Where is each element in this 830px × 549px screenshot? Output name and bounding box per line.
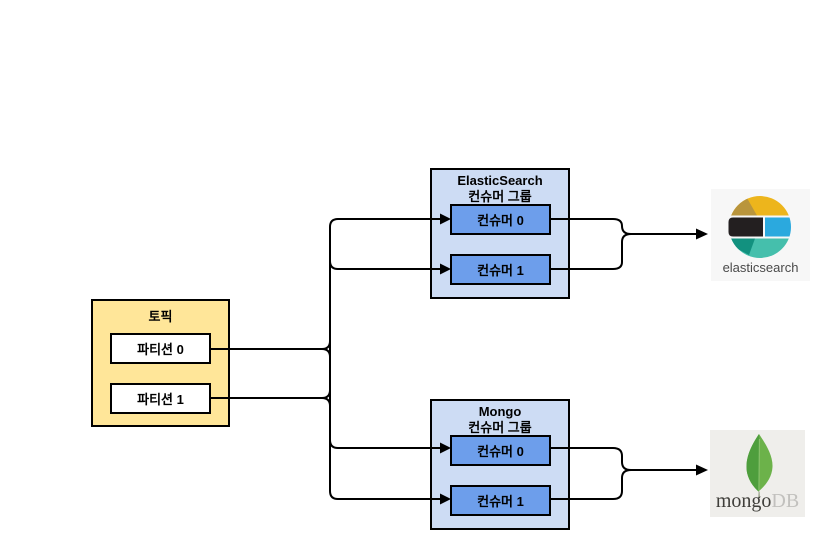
mongo-consumer-1-box: 컨슈머 1 (450, 485, 551, 516)
elasticsearch-group-title: ElasticSearch (457, 173, 543, 188)
elasticsearch-logo-icon (728, 196, 791, 258)
elasticsearch-logo-text: elasticsearch (722, 260, 799, 275)
arrowhead-mongodb (696, 464, 708, 476)
mongodb-logo-card: mongoDB (710, 430, 805, 517)
connector-partition1-fillet-down (321, 397, 331, 407)
elasticsearch-consumer-0-box: 컨슈머 0 (450, 204, 551, 235)
mongo-consumer-0-box: 컨슈머 0 (450, 435, 551, 466)
elasticsearch-consumer-group-box: ElasticSearch 컨슈머 그룹 컨슈머 0 컨슈머 1 (430, 168, 570, 299)
mongodb-logo-text-db: DB (771, 490, 800, 512)
elasticsearch-consumer-0-label: 컨슈머 0 (477, 213, 524, 228)
elasticsearch-group-subtitle: 컨슈머 그룹 (468, 189, 532, 204)
connector-partition0-fillet-down (321, 348, 331, 358)
partition-1-box: 파티션 1 (110, 383, 211, 414)
connector-bus (329, 218, 444, 500)
mongo-group-title: Mongo (478, 404, 522, 419)
mongodb-logo-text-mongo: mongo (715, 490, 772, 512)
elasticsearch-consumer-1-box: 컨슈머 1 (450, 254, 551, 285)
elasticsearch-group-header: ElasticSearch 컨슈머 그룹 (432, 173, 568, 205)
mongo-consumer-0-label: 컨슈머 0 (477, 444, 524, 459)
topic-box: 토픽 파티션 0 파티션 1 (91, 299, 230, 427)
mongodb-logo-text: mongoDB (710, 490, 805, 513)
mongo-consumer-1-label: 컨슈머 1 (477, 494, 524, 509)
mongo-consumer-group-box: Mongo 컨슈머 그룹 컨슈머 0 컨슈머 1 (430, 399, 570, 530)
elasticsearch-logo-card: elasticsearch (711, 189, 810, 281)
connector-bus-to-mongo-consumer0 (329, 439, 444, 449)
mongo-group-subtitle: 컨슈머 그룹 (468, 420, 532, 435)
partition-0-label: 파티션 0 (137, 342, 184, 357)
arrowhead-elasticsearch (696, 228, 708, 240)
connector-bus-to-es-consumer1 (329, 260, 444, 270)
topic-title: 토픽 (148, 309, 173, 324)
mongodb-leaf-icon (746, 434, 773, 498)
partition-1-label: 파티션 1 (137, 392, 184, 407)
mongo-group-header: Mongo 컨슈머 그룹 (432, 404, 568, 436)
partition-0-box: 파티션 0 (110, 333, 211, 364)
elasticsearch-consumer-1-label: 컨슈머 1 (477, 263, 524, 278)
